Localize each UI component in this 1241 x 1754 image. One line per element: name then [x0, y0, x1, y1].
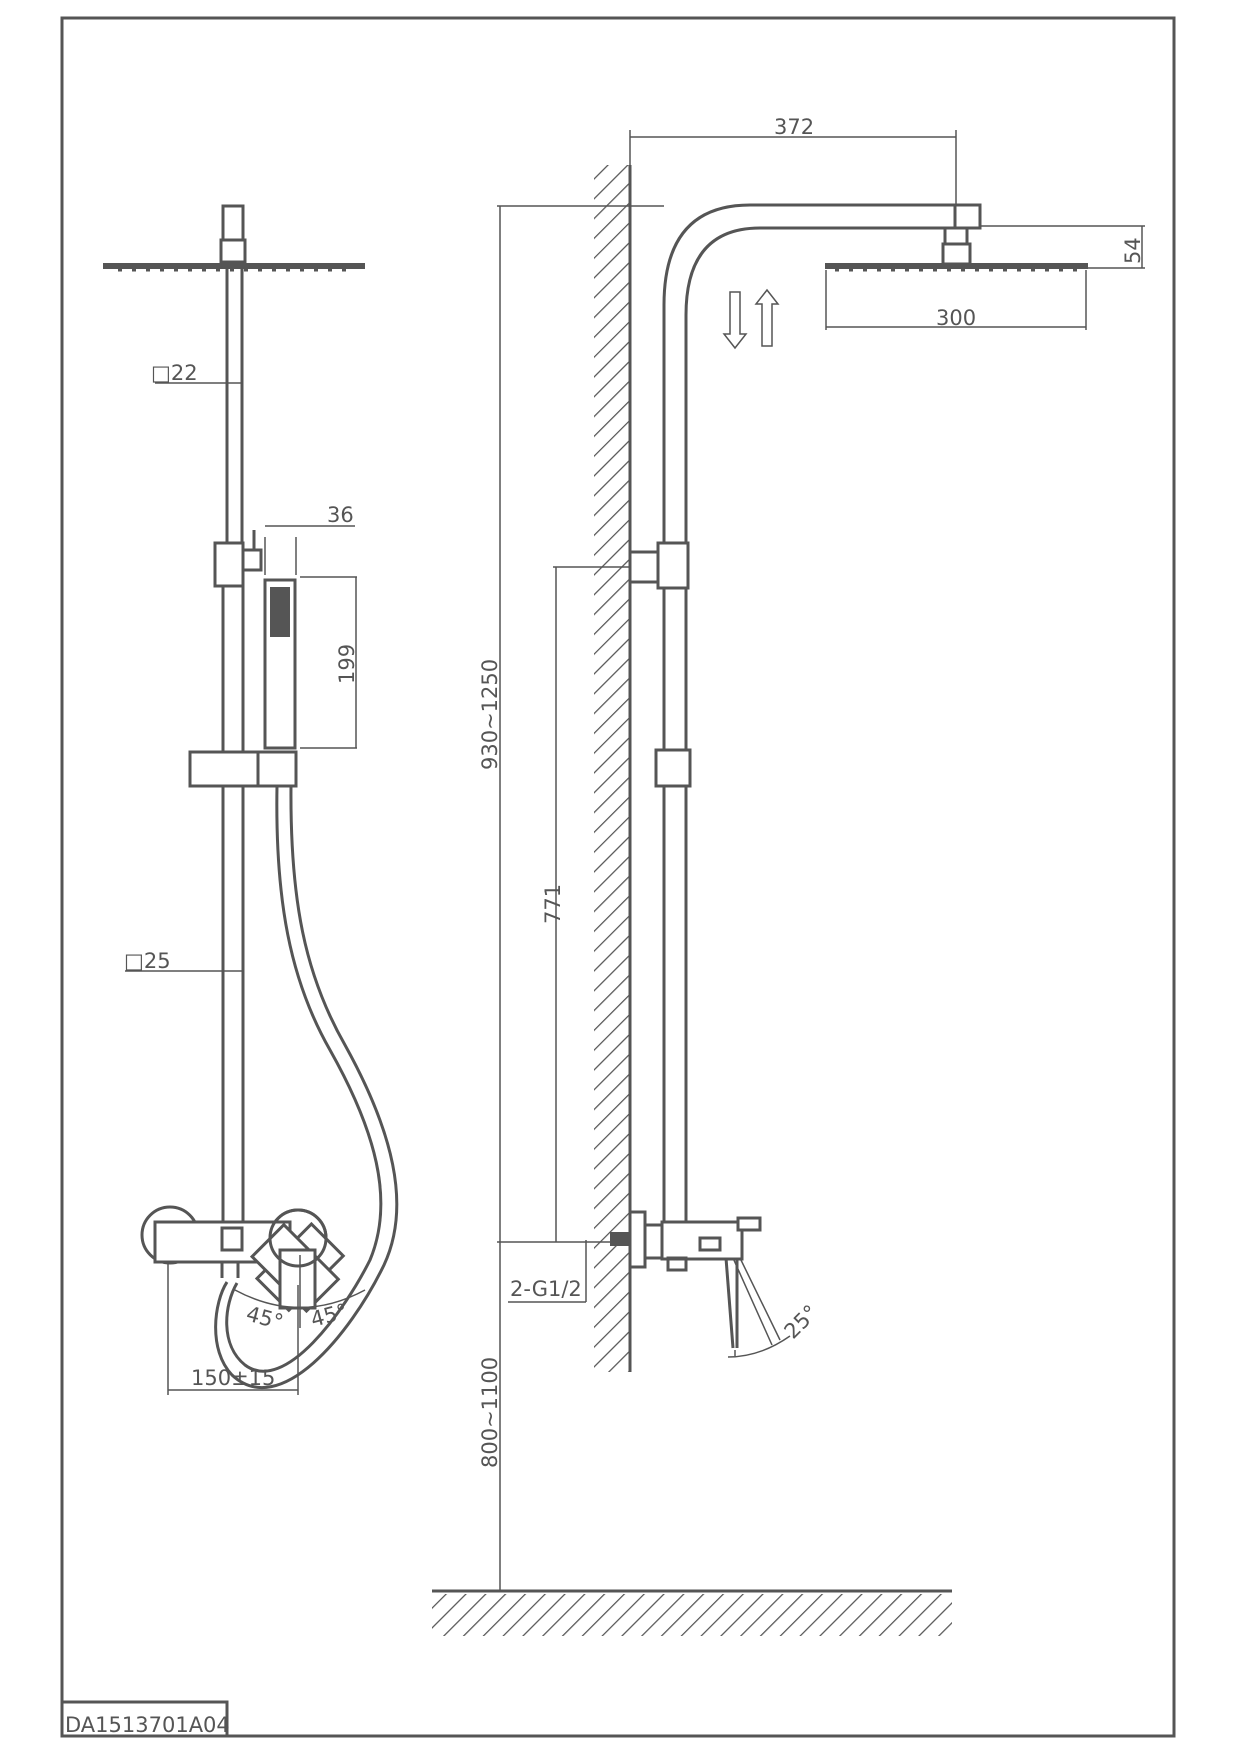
- head-height-dimension: 54: [980, 225, 1145, 269]
- drawing-frame: [60, 16, 1176, 1738]
- front-upper-tube: □22: [151, 262, 244, 545]
- front-hand-shower: 36 199: [263, 503, 359, 750]
- side-mixer-valve: [610, 1210, 781, 1349]
- lever-angle-dimension: 25°: [727, 1300, 823, 1358]
- head-diameter-label: 300: [936, 306, 976, 330]
- bracket-to-inlet-label: 771: [541, 884, 565, 924]
- lever-angle-label: 25°: [780, 1300, 823, 1343]
- side-shower-arm: [662, 203, 980, 1225]
- front-view: □22 □25 36 199: [103, 204, 399, 1395]
- inlet-height-label: 800~1100: [478, 1357, 502, 1468]
- front-hose: [225, 785, 383, 1373]
- front-lower-tube: □25: [124, 586, 245, 1255]
- front-slider-holder: [188, 750, 298, 788]
- side-shower-head: [825, 226, 1088, 272]
- head-height-label: 54: [1121, 237, 1145, 264]
- adjust-range-label: 930~1250: [478, 659, 502, 770]
- upper-tube-size-label: □22: [151, 361, 198, 385]
- side-wall: [594, 165, 632, 1372]
- title-block: DA1513701A04: [60, 1700, 230, 1738]
- side-slider-holder: [654, 748, 692, 788]
- handshower-width-label: 36: [327, 503, 354, 527]
- side-view: 372 54 300: [432, 115, 1145, 1636]
- lower-tube-size-label: □25: [124, 949, 171, 973]
- drawing-code: DA1513701A04: [65, 1713, 230, 1737]
- handshower-length-label: 199: [335, 644, 359, 684]
- inlet-spacing-dimension: 150±15: [167, 1263, 299, 1395]
- inlet-thread-label-group: 2-G1/2: [508, 1240, 587, 1303]
- floor: [432, 1589, 952, 1636]
- down-up-arrows-icon: [722, 288, 780, 350]
- inlet-spacing-label: 150±15: [191, 1366, 275, 1390]
- front-angle-dimensions: 45° 45°: [234, 1255, 366, 1334]
- inlet-height-dimension: 800~1100: [478, 1242, 502, 1591]
- inlet-thread-label: 2-G1/2: [510, 1277, 582, 1301]
- front-wall-bracket: [213, 530, 263, 588]
- bracket-to-inlet-dimension: 771: [497, 566, 630, 1243]
- front-mixer-valve: [140, 1205, 346, 1314]
- arm-reach-label: 372: [774, 115, 814, 139]
- arm-reach-dimension: 372: [629, 115, 957, 205]
- side-wall-bracket: [628, 541, 690, 590]
- head-diameter-dimension: 300: [825, 270, 1087, 330]
- front-shower-head: [103, 204, 365, 272]
- adjust-range-dimension: 930~1250: [478, 205, 664, 1242]
